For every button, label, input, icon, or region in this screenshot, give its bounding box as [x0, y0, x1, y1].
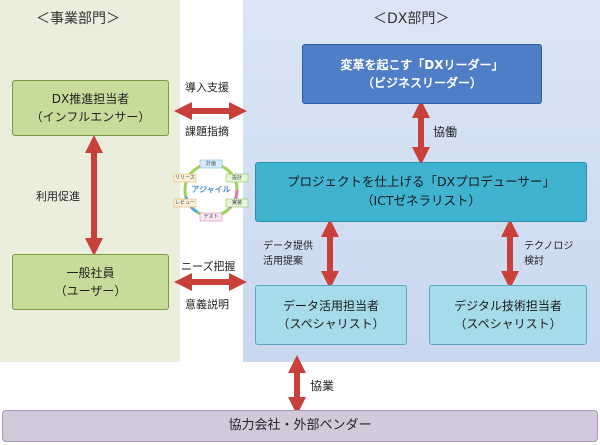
employee-box: 一般社員 （ユーザー）: [12, 254, 169, 310]
employee-title: 一般社員: [66, 266, 115, 280]
business-division-title: ＜事業部門＞: [36, 11, 120, 27]
label-issue-point: 課題指摘: [185, 125, 229, 138]
label-intro-support: 導入支援: [185, 81, 229, 94]
label-data-provision: データ提供: [263, 241, 313, 252]
agile-cycle-diagram: [173, 159, 249, 222]
digital-specialist-title: デジタル技術担当者: [454, 299, 562, 313]
vendor-bar: 協力会社・外部ベンダー: [2, 410, 598, 442]
agile-step-3: [225, 198, 249, 208]
label-partnership: 協業: [310, 379, 335, 393]
dx-producer-subtitle: （ICTゼネラリスト）: [360, 193, 482, 208]
agile-step-label-3: 実装: [231, 200, 242, 206]
agile-step-label-6: リリース: [175, 175, 195, 181]
dx-producer-box: プロジェクトを仕上げる「DXプロデューサー」 （ICTゼネラリスト）: [255, 162, 587, 222]
label-opinion: 意義説明: [185, 298, 229, 311]
dx-promoter-box: DX推進担当者 （インフルエンサー）: [12, 80, 169, 136]
dx-producer-title: プロジェクトを仕上げる「DXプロデューサー」: [287, 174, 555, 190]
agile-step-6: [173, 173, 197, 183]
label-tech-review-2: 検討: [524, 256, 544, 267]
dx-division-title: ＜DX部門＞: [373, 11, 450, 27]
agile-center-label: アジャイル: [191, 185, 231, 194]
dx-promoter-subtitle: （インフルエンサー）: [30, 110, 151, 124]
label-usage-promotion: 利用促進: [36, 190, 80, 203]
agile-step-label-2: 設計: [231, 175, 242, 181]
agile-step-4: [199, 212, 223, 222]
data-specialist-title: データ活用担当者: [282, 299, 379, 313]
label-needs: ニーズ把握: [181, 260, 236, 273]
label-use-proposal: 活用提案: [263, 256, 303, 267]
data-specialist-box: データ活用担当者 （スペシャリスト）: [255, 285, 407, 345]
agile-step-label-1: 計画: [205, 161, 216, 167]
dx-leader-box: 変革を起こす「DXリーダー」 （ビジネスリーダー）: [302, 44, 542, 104]
agile-step-2: [225, 173, 249, 183]
dx-leader-subtitle: （ビジネスリーダー）: [361, 76, 482, 90]
vendor-label: 協力会社・外部ベンダー: [228, 418, 372, 434]
label-tech-review-1: テクノロジ: [524, 241, 574, 252]
agile-step-1: [199, 159, 223, 169]
digital-specialist-subtitle: （スペシャリスト）: [454, 317, 562, 331]
agile-step-label-4: テスト: [203, 214, 219, 220]
dx-promoter-title: DX推進担当者: [51, 92, 130, 106]
digital-specialist-box: デジタル技術担当者 （スペシャリスト）: [429, 285, 587, 345]
employee-subtitle: （ユーザー）: [54, 284, 127, 298]
label-collaboration: 協働: [433, 125, 458, 139]
dx-leader-title: 変革を起こす「DXリーダー」: [340, 58, 504, 72]
agile-step-label-5: レビュー: [174, 200, 195, 206]
data-specialist-subtitle: （スペシャリスト）: [277, 317, 385, 331]
agile-step-5: [173, 198, 197, 208]
